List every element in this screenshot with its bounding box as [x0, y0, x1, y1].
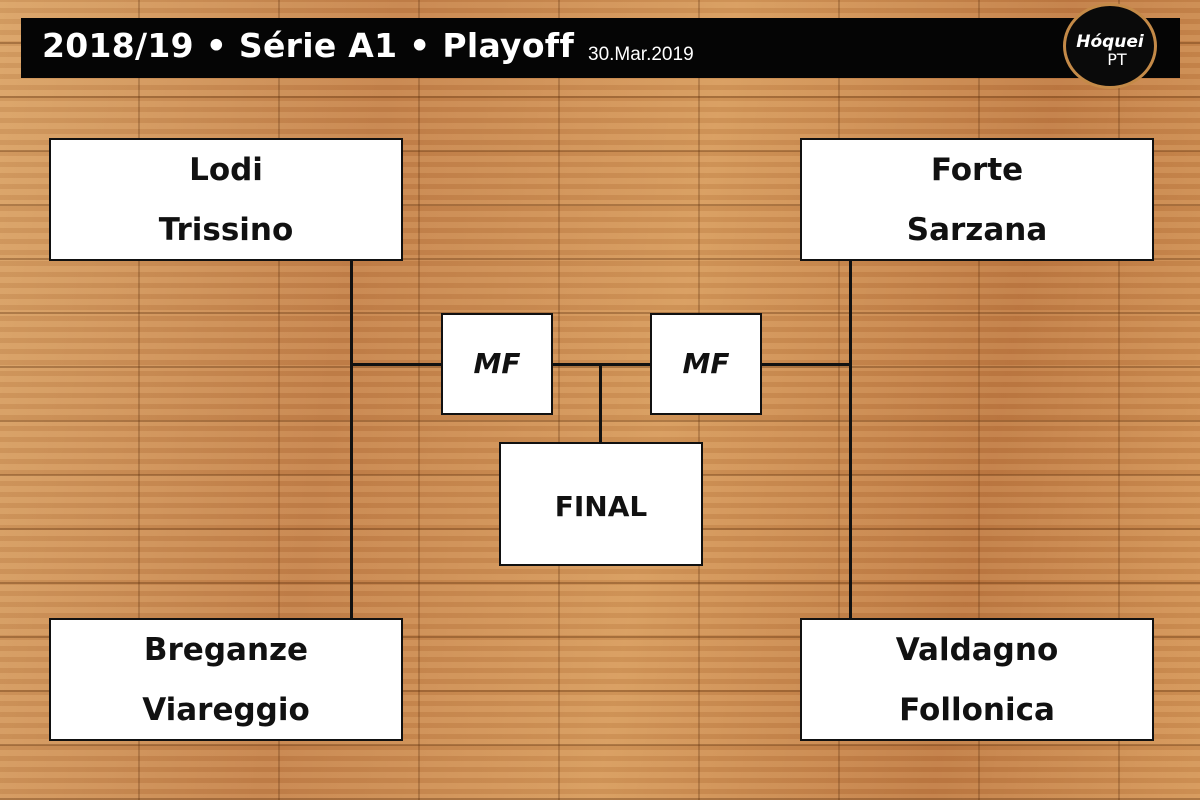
hoquei-pt-logo: Hóquei PT	[1063, 3, 1157, 89]
logo-text-line2: PT	[1107, 50, 1127, 69]
team-name: Follonica	[899, 692, 1055, 728]
right-to-semifinal-connector	[759, 363, 852, 366]
team-name: Breganze	[143, 632, 309, 668]
match-date: 30.Mar.2019	[588, 44, 694, 65]
right-vertical-connector	[849, 259, 852, 620]
semifinal-label: MF	[682, 347, 730, 380]
team-name: Lodi	[189, 152, 263, 188]
quarterfinal-box-top-right: Forte Sarzana	[800, 138, 1154, 261]
team-name: Sarzana	[906, 212, 1048, 248]
quarterfinal-box-bottom-left: Breganze Viareggio	[49, 618, 403, 741]
quarterfinal-box-top-left: Lodi Trissino	[49, 138, 403, 261]
semifinal-box-right: MF	[650, 313, 762, 415]
team-name: Trissino	[158, 212, 294, 248]
semifinal-box-left: MF	[441, 313, 553, 415]
final-vertical-connector	[599, 363, 602, 445]
left-to-semifinal-connector	[350, 363, 444, 366]
final-box: FINAL	[499, 442, 703, 566]
logo-text-line1: Hóquei	[1076, 32, 1144, 52]
header-bar	[21, 18, 1180, 78]
left-vertical-connector	[350, 259, 353, 620]
team-name: Forte	[930, 152, 1024, 188]
final-label: FINAL	[554, 490, 648, 523]
team-name: Valdagno	[895, 632, 1059, 668]
page-title: 2018/19 • Série A1 • Playoff	[42, 26, 575, 65]
team-name: Viareggio	[142, 692, 310, 728]
quarterfinal-box-bottom-right: Valdagno Follonica	[800, 618, 1154, 741]
semifinal-label: MF	[473, 347, 521, 380]
